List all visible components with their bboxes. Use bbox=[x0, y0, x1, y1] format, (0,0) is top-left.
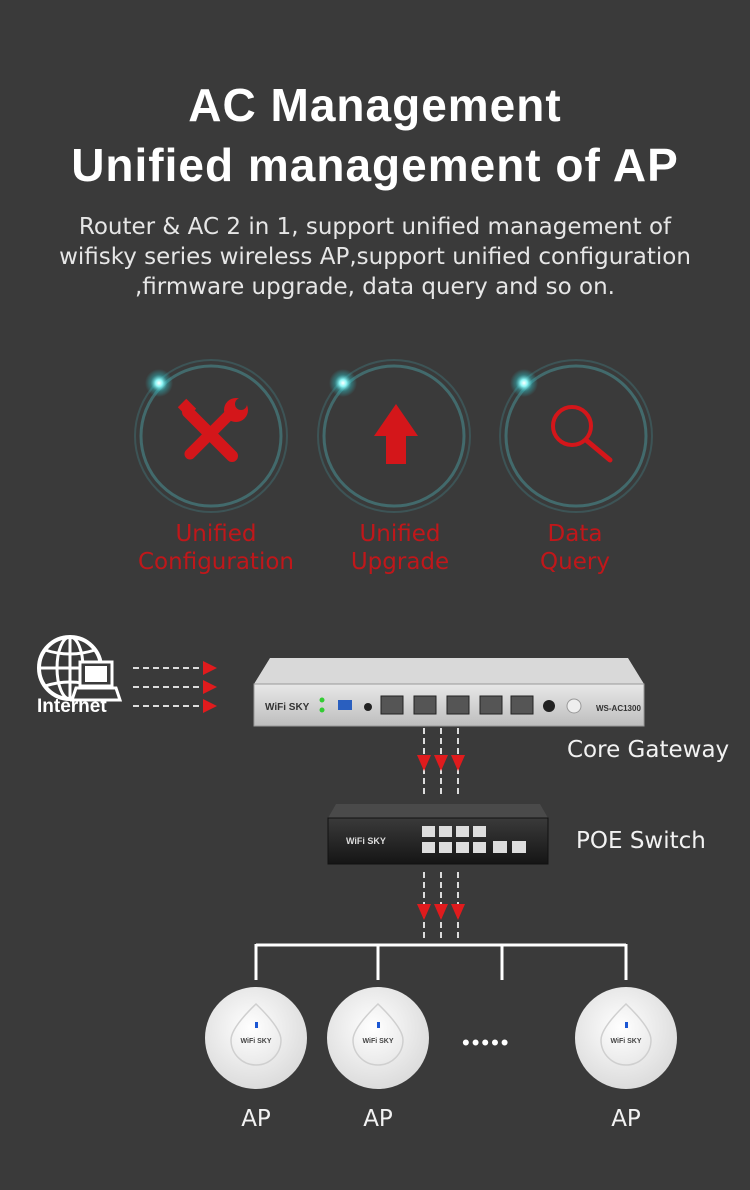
description: Router & AC 2 in 1, support unified mana… bbox=[59, 214, 691, 300]
access-point-2: WiFi SKY bbox=[327, 987, 429, 1089]
magnifier-icon bbox=[551, 405, 613, 463]
arrow-up-icon bbox=[374, 404, 418, 464]
ap-label-2: AP bbox=[363, 1106, 393, 1132]
ap-ellipsis: ••••• bbox=[462, 1030, 511, 1055]
feature-query bbox=[499, 359, 653, 513]
network-diagram: WiFi SKY WS-AC1300 WiFi SKY bbox=[37, 635, 677, 1089]
poe-switch-device: WiFi SKY bbox=[327, 804, 549, 865]
page-title-line1: AC Management bbox=[188, 79, 562, 131]
poe-switch-label: POE Switch bbox=[576, 828, 706, 854]
core-gateway-label: Core Gateway bbox=[567, 737, 730, 763]
svg-text:WiFi SKY: WiFi SKY bbox=[362, 1038, 393, 1045]
feature-upgrade bbox=[317, 359, 471, 513]
internet-label: Internet bbox=[37, 696, 107, 717]
feature-configuration bbox=[134, 359, 288, 513]
gateway-model: WS-AC1300 bbox=[596, 704, 641, 713]
wrench-screwdriver-icon bbox=[177, 398, 248, 462]
ap-label-1: AP bbox=[241, 1106, 271, 1132]
ap-label-3: AP bbox=[611, 1106, 641, 1132]
access-point-3: WiFi SKY bbox=[575, 987, 677, 1089]
feature-icons bbox=[134, 359, 653, 513]
access-point-1: WiFi SKY bbox=[205, 987, 307, 1089]
feature-label-upgrade: Unified Upgrade bbox=[350, 521, 450, 575]
internet-links bbox=[133, 667, 205, 707]
internet-link-arrows bbox=[203, 661, 217, 713]
laptop-icon bbox=[69, 660, 123, 702]
feature-label-query: Data Query bbox=[540, 521, 610, 575]
switch-brand: WiFi SKY bbox=[346, 836, 386, 846]
gateway-brand: WiFi SKY bbox=[265, 702, 310, 713]
core-gateway-device: WiFi SKY WS-AC1300 bbox=[253, 658, 645, 727]
svg-text:WiFi SKY: WiFi SKY bbox=[610, 1038, 641, 1045]
svg-text:WiFi SKY: WiFi SKY bbox=[240, 1038, 271, 1045]
feature-label-configuration: Unified Configuration bbox=[138, 521, 294, 575]
page-title-line2: Unified management of AP bbox=[71, 139, 679, 191]
ap-distribution-lines bbox=[254, 943, 628, 980]
